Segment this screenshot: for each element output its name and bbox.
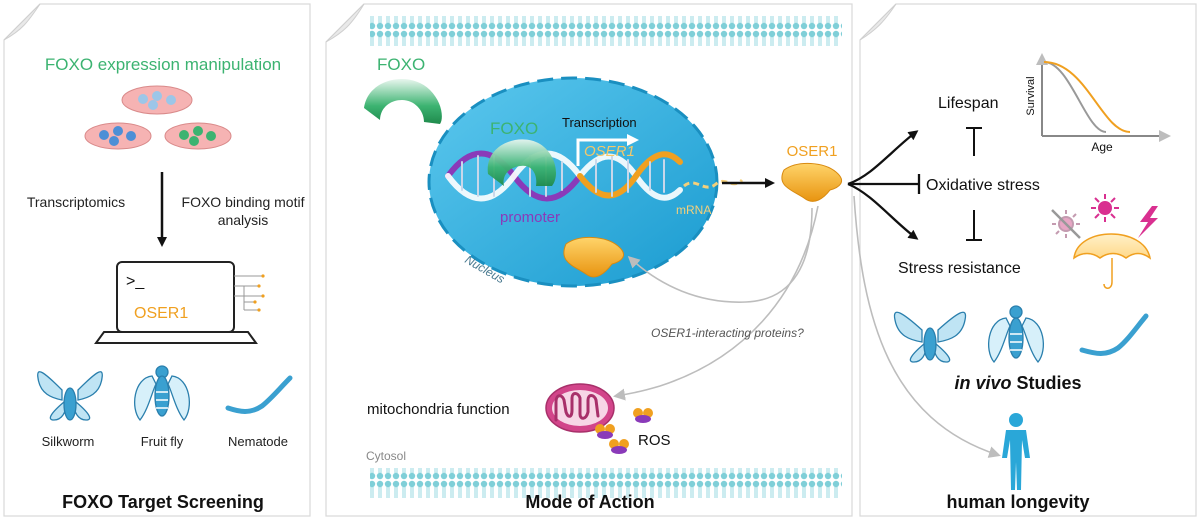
human-icon — [1002, 413, 1030, 490]
foxo-bound-label: FOXO — [490, 119, 538, 138]
terminal-prompt: >_ — [126, 273, 145, 290]
nematode-icon-right — [1079, 313, 1149, 356]
in-vivo-italic: in vivo — [954, 373, 1011, 393]
fan-arrow-lifespan — [847, 130, 919, 186]
mito-label: mitochondria function — [367, 401, 510, 418]
organism-label-silkworm: Silkworm — [42, 434, 95, 449]
membrane-bottom — [370, 468, 842, 498]
sun-icon — [1091, 194, 1119, 222]
survival-mini-plot — [1036, 53, 1171, 142]
cytosol-label: Cytosol — [366, 449, 406, 463]
fruit-fly-icon — [134, 365, 190, 422]
organism-label-nematode: Nematode — [228, 434, 288, 449]
transcription-label: Transcription — [562, 115, 637, 130]
petri-dishes-icon — [84, 85, 232, 150]
oser1-protein-cytosol — [781, 163, 842, 202]
stress-resistance-label: Stress resistance — [898, 260, 1021, 277]
ros-label: ROS — [638, 432, 671, 449]
motif-analysis-label-2: analysis — [218, 212, 269, 228]
transcription-arrow — [576, 134, 639, 166]
longevity-arrow — [853, 195, 1001, 458]
mito-arrow — [613, 205, 819, 401]
foxo-protein-free — [364, 78, 442, 124]
inhibit-stress-symbol — [966, 210, 982, 241]
panel-middle-title: Mode of Action — [525, 492, 654, 512]
membrane-top — [370, 16, 842, 46]
oser1-protein-nuclear — [563, 237, 624, 278]
lightning-icon — [1138, 206, 1158, 238]
fruit-fly-icon-right — [988, 305, 1044, 364]
laptop-icon — [94, 261, 265, 344]
age-axis-label: Age — [1091, 140, 1113, 154]
studies-word: Studies — [1017, 373, 1082, 393]
nematode-icon — [225, 375, 293, 414]
organism-label-fruit-fly: Fruit fly — [141, 434, 184, 449]
mrna-label: mRNA — [676, 203, 711, 217]
gene-label: OSER1 — [584, 143, 635, 160]
screen-gene-label: OSER1 — [134, 305, 188, 322]
reimport-arrow — [627, 207, 813, 303]
silkworm-icon-right — [893, 311, 967, 363]
umbrella-icon — [1073, 233, 1152, 289]
interacting-proteins-label: OSER1-interacting proteins? — [651, 326, 804, 340]
panel-right-card — [859, 3, 1197, 517]
motif-analysis-label-1: FOXO binding motif — [182, 194, 305, 210]
foxo-protein-bound — [487, 139, 556, 186]
in-vivo-label: in vivo Studies — [954, 373, 1081, 393]
survival-axis-label: Survival — [1025, 76, 1037, 115]
manipulation-heading: FOXO expression manipulation — [45, 55, 281, 74]
fan-arrow-stress — [847, 182, 919, 240]
oxidative-stress-label: Oxidative stress — [926, 177, 1040, 194]
oser1-cytosol-label: OSER1 — [787, 143, 838, 160]
lifespan-label: Lifespan — [938, 95, 999, 112]
ros-molecules-icon — [595, 408, 653, 454]
silkworm-icon — [37, 371, 103, 421]
foxo-free-label: FOXO — [377, 55, 425, 74]
panel-right-title: human longevity — [946, 492, 1089, 512]
virus-icon — [1051, 209, 1081, 239]
transcriptomics-label: Transcriptomics — [27, 194, 125, 210]
panel-left-title: FOXO Target Screening — [62, 492, 264, 512]
dna-helix — [445, 150, 683, 202]
mitochondrion-icon — [545, 383, 615, 433]
inhibit-lifespan-symbol — [966, 127, 982, 156]
promoter-label: promoter — [500, 209, 560, 226]
